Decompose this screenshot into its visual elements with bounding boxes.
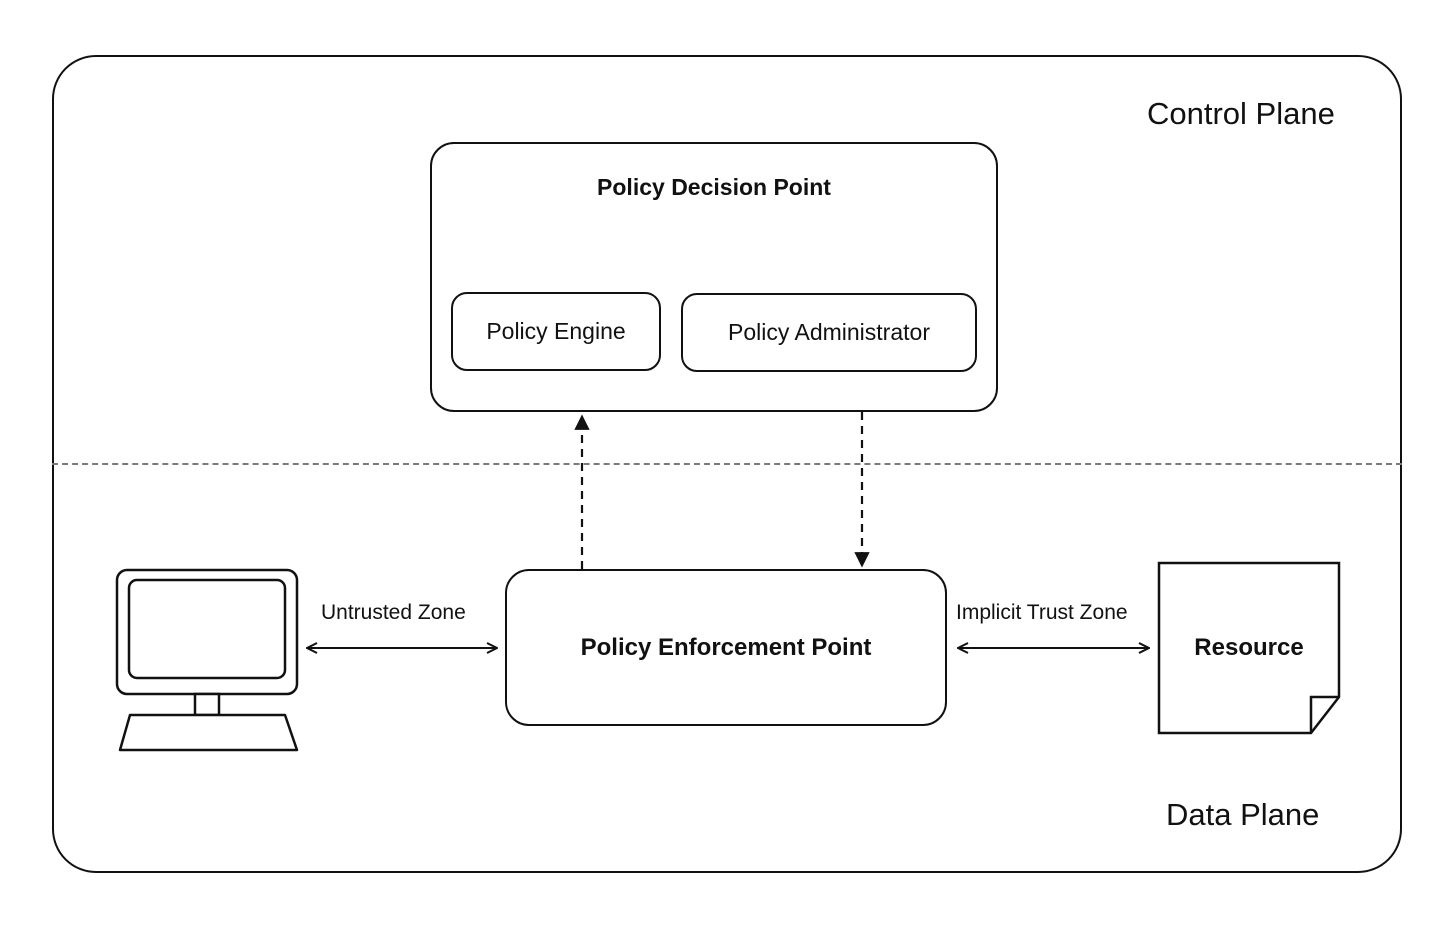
plane-divider <box>52 463 1402 465</box>
policy-engine-label: Policy Engine <box>486 318 626 344</box>
computer-icon <box>115 568 299 752</box>
control-plane-label: Control Plane <box>1147 96 1335 131</box>
resource-label: Resource <box>1194 634 1304 661</box>
policy-administrator-label: Policy Administrator <box>728 319 930 345</box>
document-icon <box>1157 561 1341 735</box>
policy-enforcement-point-label: Policy Enforcement Point <box>580 633 872 661</box>
policy-enforcement-point-box: Policy Enforcement Point <box>505 569 947 726</box>
data-plane-label: Data Plane <box>1166 797 1320 832</box>
policy-administrator-box: Policy Administrator <box>681 293 977 372</box>
policy-decision-point-title: Policy Decision Point <box>597 174 831 200</box>
implicit-trust-zone-label: Implicit Trust Zone <box>956 601 1128 624</box>
untrusted-zone-label: Untrusted Zone <box>321 601 466 624</box>
policy-engine-box: Policy Engine <box>451 292 661 371</box>
